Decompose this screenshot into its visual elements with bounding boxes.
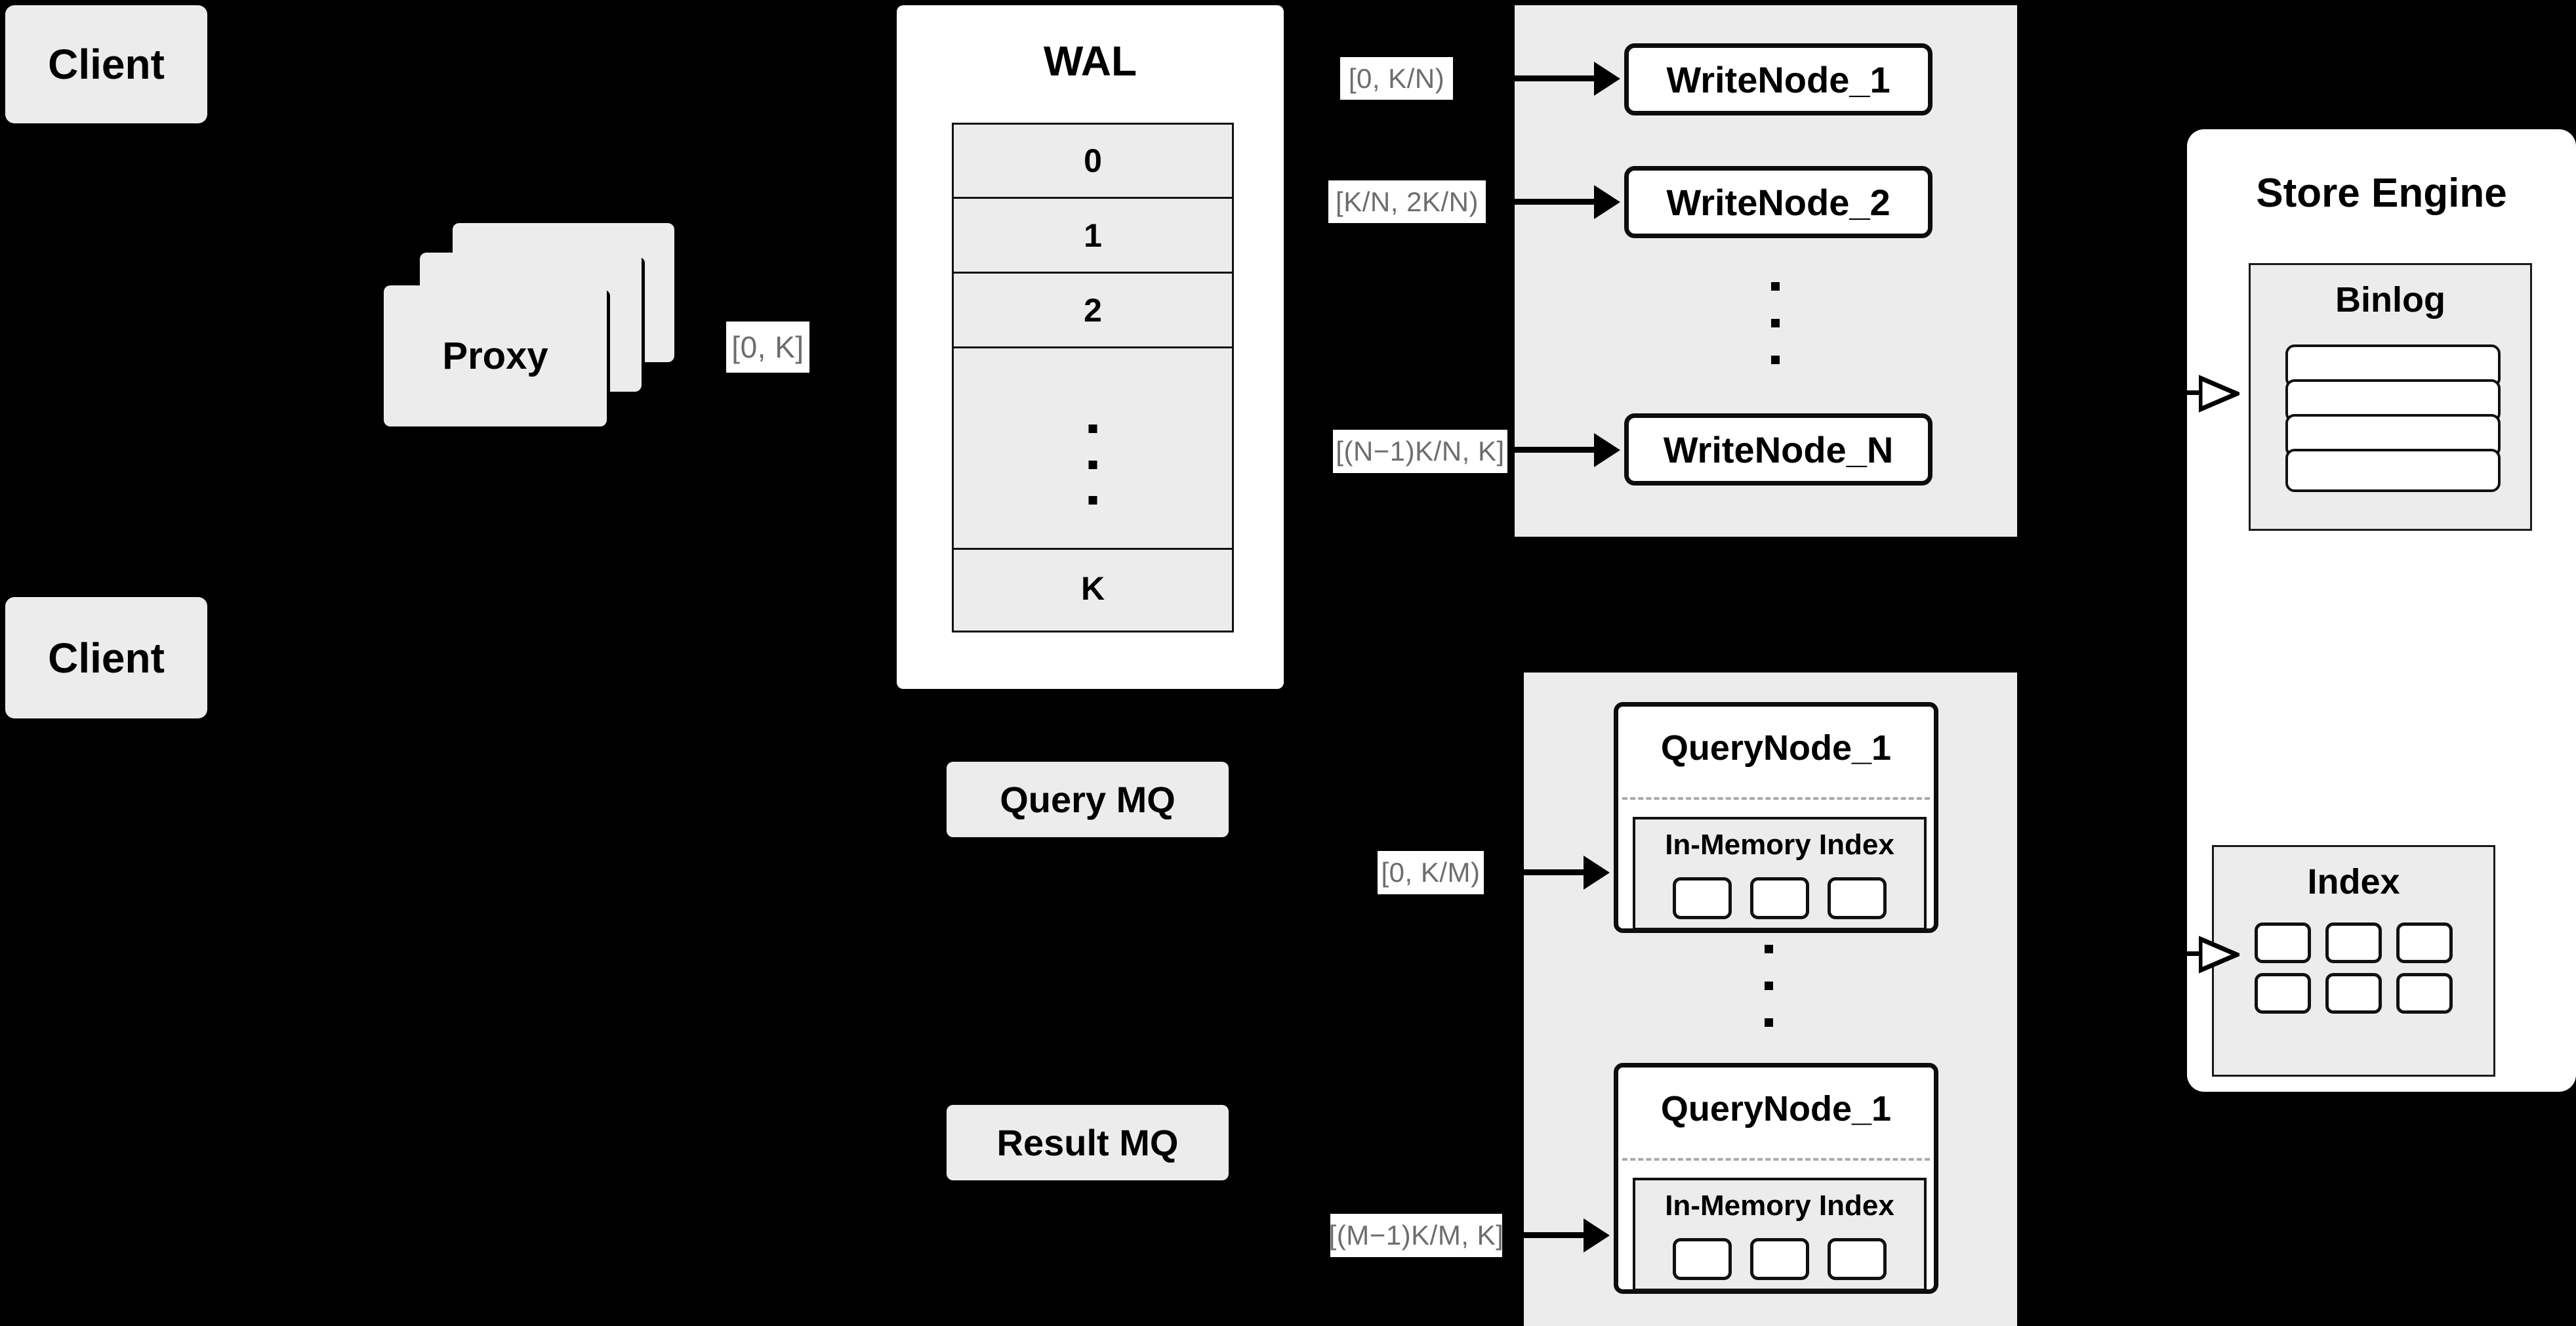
query-cluster-ellipsis [1765,945,1773,1027]
index-chip [1828,877,1887,919]
proxy-box[interactable]: Proxy [384,285,607,426]
client-box-1[interactable]: Client [5,5,207,123]
index-chip [1828,1238,1887,1280]
wal-row-ellipsis [954,348,1232,550]
query-node-2[interactable]: QueryNode_1 In-Memory Index [1614,1063,1938,1294]
ellipsis-dot [1765,1018,1773,1027]
proxy-label: Proxy [442,335,548,377]
query-node-separator [1622,797,1930,800]
arrow-line-write-n [1507,447,1597,453]
arrow-head-write-2 [1594,185,1620,219]
arrow-line-query-2 [1502,1232,1586,1238]
range-tag-write-1: [0, K/N) [1340,57,1453,100]
index-chip [1750,877,1809,919]
arrow-line-query-1 [1484,869,1586,875]
ellipsis-dot [1088,425,1097,433]
vertical-ellipsis [1088,425,1097,505]
arrow-head-query-1 [1584,856,1610,890]
index-chip [1673,877,1732,919]
query-mq-label: Query MQ [1000,779,1176,820]
write-node-n[interactable]: WriteNode_N [1624,413,1932,486]
arrow-head-write-1 [1594,62,1620,96]
in-memory-index-pane-1: In-Memory Index [1633,817,1927,930]
ellipsis-dot [1765,982,1773,990]
binlog-slab [2285,449,2501,492]
binlog-pane: Binlog [2249,263,2532,531]
in-memory-index-title: In-Memory Index [1665,1190,1894,1222]
wal-title: WAL [1043,37,1137,85]
ellipsis-dot [1088,460,1097,469]
range-tag-query-1: [0, K/M) [1378,851,1484,894]
index-chip [2396,973,2453,1014]
result-mq-box[interactable]: Result MQ [947,1105,1229,1180]
ellipsis-dot [1765,945,1773,953]
write-node-label: WriteNode_N [1663,428,1894,470]
arrow-head-write-n [1594,433,1620,467]
write-cluster-ellipsis [1771,282,1780,364]
client-label: Client [48,634,165,682]
range-tag-proxy: [0, K] [726,321,809,373]
arrow-head-open-binlog [2199,375,2239,413]
arrow-line-index [2158,951,2201,956]
write-node-2[interactable]: WriteNode_2 [1624,166,1932,238]
store-engine-title: Store Engine [2256,171,2507,216]
range-tag-write-2: [K/N, 2K/N) [1328,180,1486,223]
index-chip [1673,1238,1732,1280]
range-tag-label: [(M−1)K/M, K] [1328,1220,1504,1251]
arrow-head-query-2 [1584,1218,1610,1253]
query-node-label: QueryNode_1 [1660,728,1892,768]
query-node-separator [1622,1158,1930,1161]
client-label: Client [48,41,165,88]
index-chip [2255,973,2311,1014]
index-chip [2325,922,2382,963]
binlog-title: Binlog [2335,280,2445,320]
ellipsis-dot [1771,282,1780,291]
in-memory-index-pane-2: In-Memory Index [1633,1178,1927,1291]
in-memory-index-title: In-Memory Index [1665,829,1894,861]
index-chip [1750,1238,1809,1280]
write-node-1[interactable]: WriteNode_1 [1624,43,1932,115]
range-tag-label: [(N−1)K/N, K] [1336,436,1505,466]
store-engine-frame: Store Engine Binlog Index [2187,129,2576,1092]
wal-row: K [1080,570,1105,607]
range-tag-write-n: [(N−1)K/N, K] [1333,430,1507,473]
ellipsis-dot [1088,496,1097,505]
index-chip [2325,973,2382,1014]
wal-table: 0 1 2 K [952,123,1234,632]
wal-row: 0 [954,125,1232,199]
ellipsis-dot [1771,356,1780,364]
client-box-2[interactable]: Client [5,597,207,718]
index-pane: Index [2212,845,2495,1077]
query-node-1[interactable]: QueryNode_1 In-Memory Index [1614,702,1938,933]
wal-row: 1 [954,199,1232,274]
arrow-line-write-2 [1486,199,1597,205]
range-tag-label: [0, K] [731,330,804,364]
index-chip [2255,922,2311,963]
index-title: Index [2307,862,2400,901]
range-tag-label: [0, K/M) [1381,857,1481,888]
write-node-label: WriteNode_1 [1666,58,1891,100]
range-tag-query-2: [(M−1)K/M, K] [1328,1214,1504,1257]
range-tag-label: [0, K/N) [1348,62,1445,94]
wal-row: 2 [954,274,1232,348]
write-node-label: WriteNode_2 [1666,181,1891,223]
index-chip [2396,922,2453,963]
range-tag-label: [K/N, 2K/N) [1336,186,1479,217]
query-mq-box[interactable]: Query MQ [947,762,1229,837]
ellipsis-dot [1771,319,1780,327]
query-node-label: QueryNode_1 [1660,1089,1892,1129]
arrow-head-open-index [2199,936,2239,974]
wal-frame: WAL 0 1 2 K [897,5,1284,689]
arrow-line-write-1 [1456,75,1597,81]
result-mq-label: Result MQ [996,1122,1179,1163]
arrow-line-binlog [2158,390,2201,395]
